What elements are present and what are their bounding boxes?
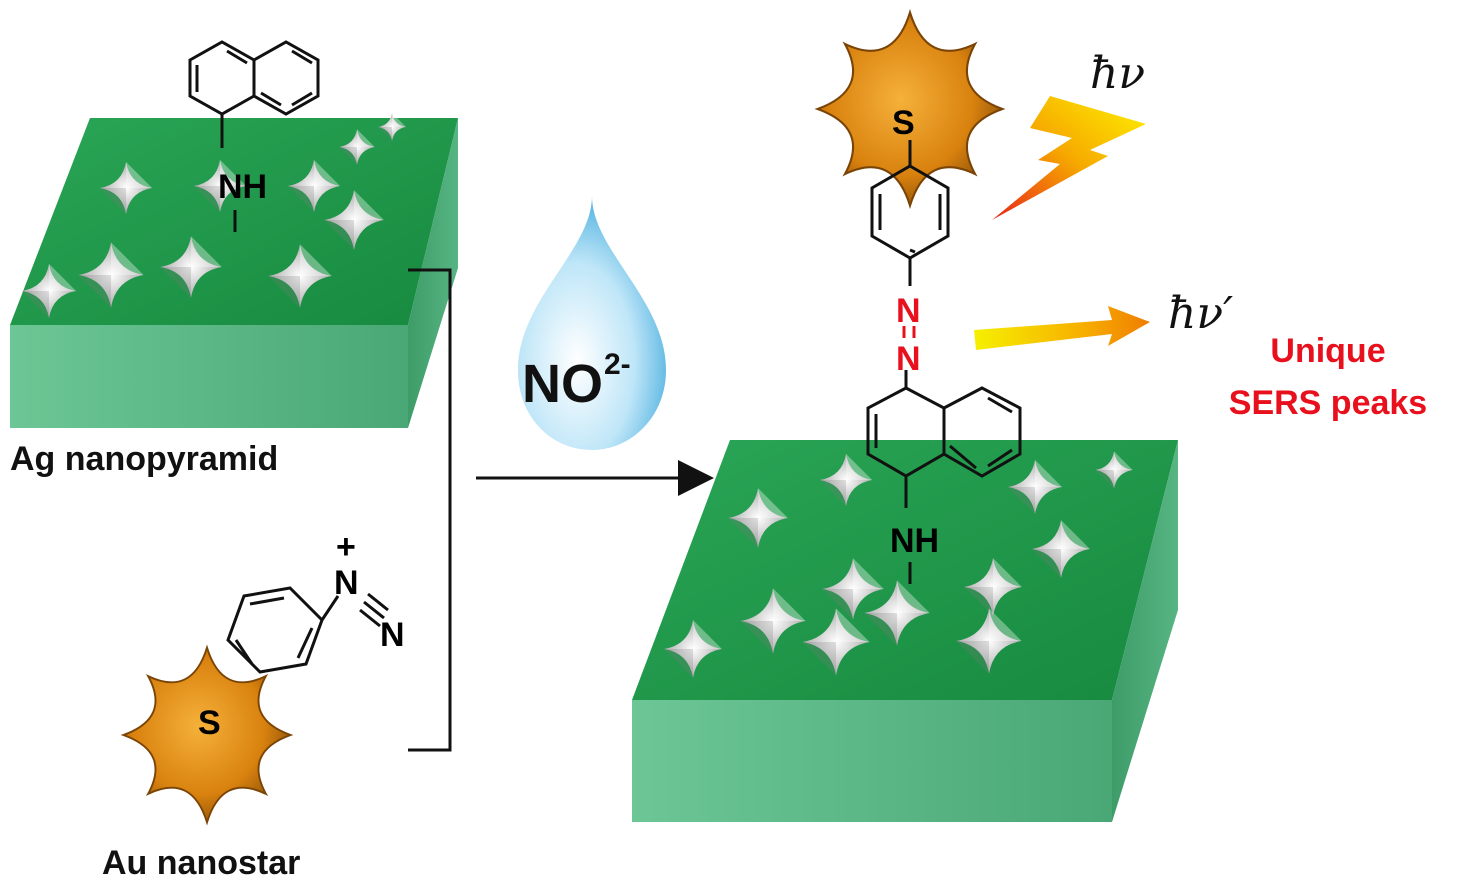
reactant-bracket	[408, 268, 452, 752]
substrate-front-right	[632, 700, 1112, 822]
n-azo-bottom-label: N	[896, 340, 921, 378]
unique-label-line1: Unique	[1270, 332, 1385, 370]
hv-in-label: ħν	[1090, 48, 1145, 99]
ag-substrate-right	[632, 440, 1178, 822]
ag-nanopyramid-label: Ag nanopyramid	[10, 440, 278, 478]
n-azo-top-label: N	[896, 292, 921, 330]
s-left-label: S	[198, 704, 221, 742]
n-terminal-label: N	[380, 616, 405, 654]
hv-out-label: ħν′	[1168, 288, 1233, 339]
unique-label-line2: SERS peaks	[1229, 384, 1427, 422]
n-plus-label: N	[334, 564, 359, 602]
naphthylamine-left	[188, 40, 320, 232]
diazonium-benzene-left	[226, 586, 389, 674]
nitrite-drop	[518, 196, 666, 450]
au-nanostar-label: Au nanostar	[102, 844, 300, 882]
ag-substrate-left	[10, 113, 458, 428]
substrate-side-right	[1112, 440, 1178, 822]
plus-charge-label: +	[336, 528, 356, 566]
azo-molecule-right	[866, 140, 1022, 584]
reagent-label: NO	[522, 354, 603, 414]
substrate-side-left	[408, 118, 458, 428]
lightning-bolt-icon	[992, 96, 1146, 220]
substrate-front-left	[10, 325, 408, 428]
nh-left-label: NH	[218, 168, 267, 206]
azo-bond	[902, 326, 916, 338]
scattered-light-arrow-icon	[974, 306, 1150, 350]
nh-right-label: NH	[890, 522, 939, 560]
s-right-label: S	[892, 104, 915, 142]
reagent-charge-label: 2-	[604, 348, 631, 381]
